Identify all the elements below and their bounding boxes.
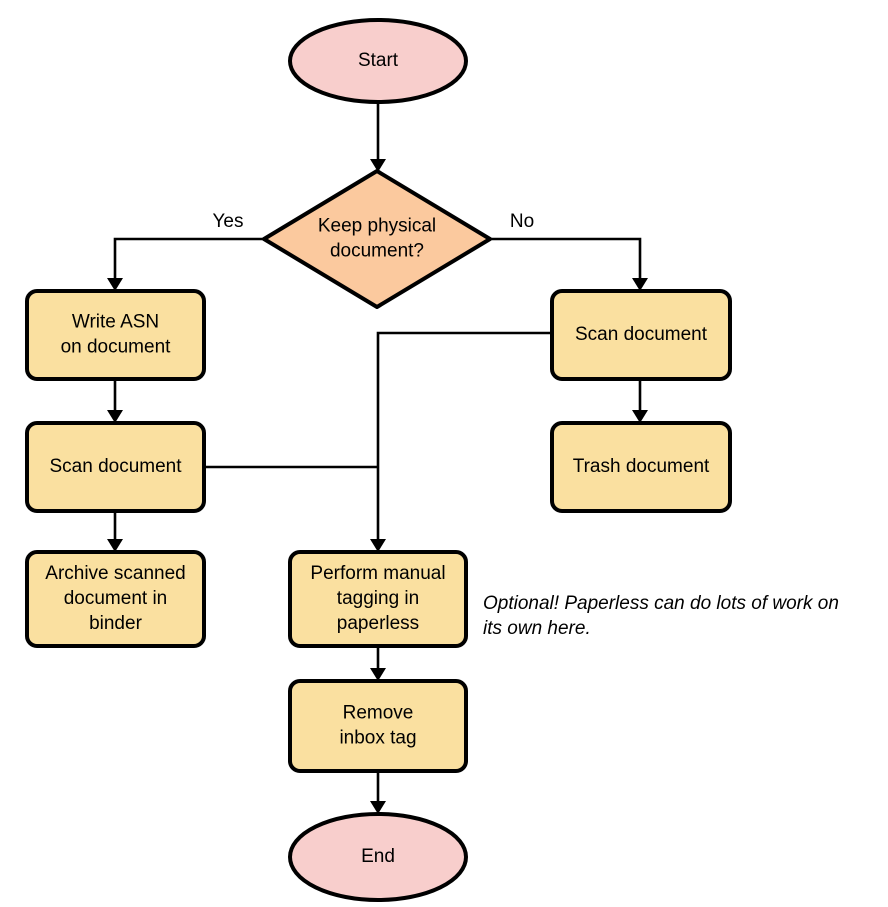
node-label: Keep physical [318, 216, 436, 237]
edge-line [113, 237, 264, 284]
process-box[interactable] [288, 679, 468, 773]
process-box[interactable] [288, 550, 468, 648]
process-box[interactable] [550, 421, 732, 513]
edge-scan-right-to-trash [632, 379, 648, 423]
node-label: Perform manual [310, 563, 445, 584]
edge-line [490, 237, 642, 284]
node-label: tagging in [337, 588, 419, 609]
node-label: Write ASN [72, 312, 159, 333]
edge-decision-no-to-scan-right: No [490, 211, 648, 291]
annotations-layer: Optional! Paperless can do lots of work … [483, 593, 839, 639]
node-label: Scan document [575, 324, 708, 345]
terminator-ellipse[interactable] [288, 18, 468, 104]
node-label: Archive scanned [45, 563, 185, 584]
node-scan-document-right[interactable]: Scan document [550, 289, 732, 381]
decision-diamond[interactable] [262, 169, 492, 309]
arrowhead-icon [370, 159, 386, 172]
arrowhead-icon [370, 668, 386, 681]
node-label: Trash document [573, 456, 710, 477]
arrowhead-icon [632, 278, 648, 291]
node-label: inbox tag [339, 728, 416, 749]
process-box[interactable] [25, 550, 206, 648]
edge-label-yes: Yes [213, 211, 244, 232]
node-label: Start [358, 50, 399, 71]
node-label: on document [61, 337, 172, 358]
arrowhead-icon [107, 278, 123, 291]
edge-remove-inbox-tag-to-end [370, 771, 386, 814]
node-start[interactable]: Start [288, 18, 468, 104]
node-label: End [361, 846, 395, 867]
edges-layer: Yes No [107, 102, 648, 814]
node-label: document in [64, 588, 168, 609]
arrowhead-icon [632, 410, 648, 423]
node-scan-document-left[interactable]: Scan document [25, 421, 206, 513]
node-keep-physical-document[interactable]: Keep physical document? [262, 169, 492, 309]
node-label: Remove [343, 703, 414, 724]
node-perform-manual-tagging-in-paperless[interactable]: Perform manual tagging in paperless [288, 550, 468, 648]
edge-scan-right-to-manual-tagging [370, 331, 552, 552]
process-box[interactable] [550, 289, 732, 381]
arrowhead-icon [370, 539, 386, 552]
node-end[interactable]: End [288, 812, 468, 902]
node-write-asn-on-document[interactable]: Write ASN on document [25, 289, 206, 381]
annotation-line: Optional! Paperless can do lots of work … [483, 593, 839, 614]
node-label: document? [330, 241, 424, 262]
process-box[interactable] [25, 421, 206, 513]
process-box[interactable] [25, 289, 206, 381]
edge-label-no: No [510, 211, 534, 232]
terminator-ellipse[interactable] [288, 812, 468, 902]
node-label: Scan document [49, 456, 182, 477]
node-remove-inbox-tag[interactable]: Remove inbox tag [288, 679, 468, 773]
annotation-optional-note: Optional! Paperless can do lots of work … [483, 593, 839, 639]
arrowhead-icon [107, 410, 123, 423]
node-label: paperless [337, 613, 419, 634]
node-archive-scanned-document-in-binder[interactable]: Archive scanned document in binder [25, 550, 206, 648]
edge-scan-left-to-archive [107, 511, 123, 552]
edge-line [376, 331, 552, 545]
edge-manual-tagging-to-remove-inbox-tag [370, 646, 386, 681]
annotation-line: its own here. [483, 618, 591, 639]
node-trash-document[interactable]: Trash document [550, 421, 732, 513]
arrowhead-icon [107, 539, 123, 552]
edge-write-asn-to-scan-left [107, 379, 123, 423]
edge-start-to-decision [370, 102, 386, 172]
edge-decision-yes-to-write-asn: Yes [107, 211, 264, 291]
arrowhead-icon [370, 801, 386, 814]
node-label: binder [89, 613, 142, 634]
